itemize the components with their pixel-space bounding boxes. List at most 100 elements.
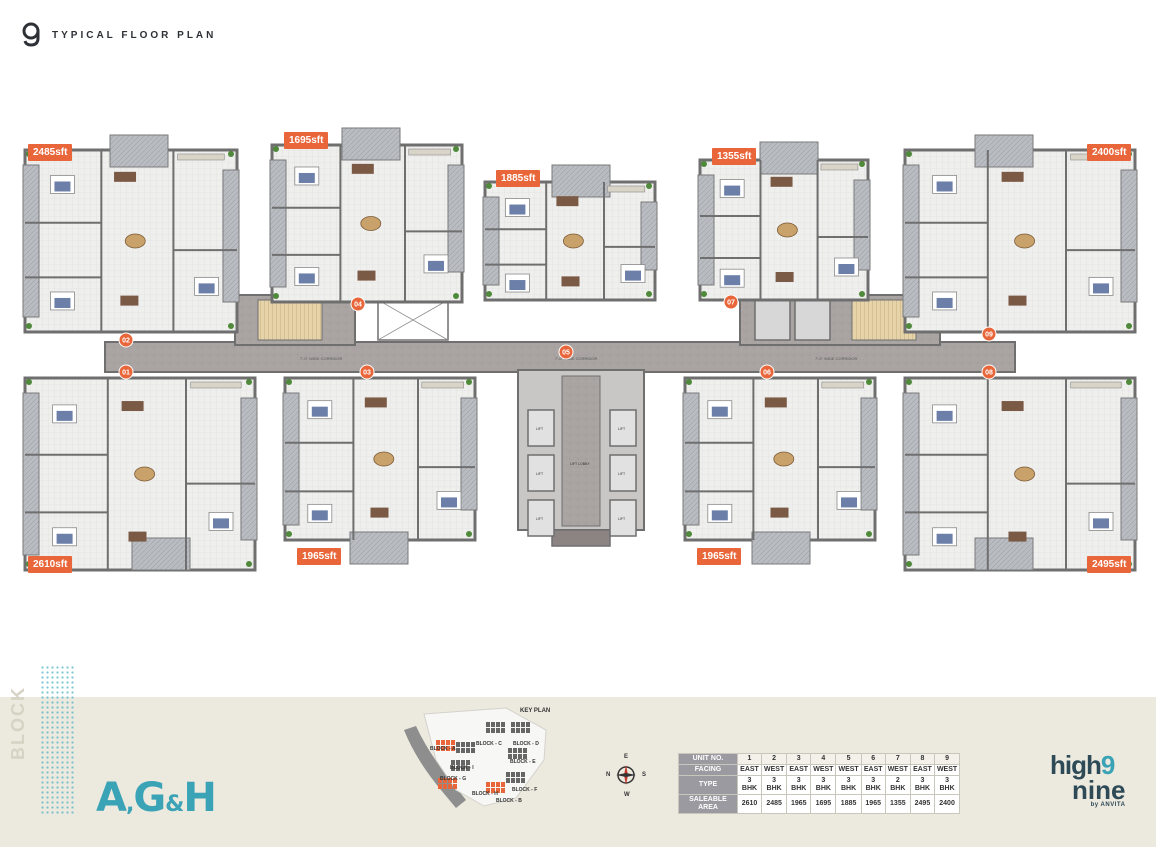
- plant: [646, 183, 652, 189]
- sofa: [120, 295, 139, 306]
- plant: [246, 379, 252, 385]
- bed-sheet: [56, 533, 73, 544]
- plant: [26, 379, 32, 385]
- key-plan-tower: [491, 788, 495, 793]
- bed-sheet: [724, 275, 741, 286]
- lift-car: [609, 499, 637, 537]
- key-plan-tower: [501, 788, 505, 793]
- lift-car: [609, 454, 637, 492]
- footer-band: [0, 697, 1156, 847]
- sofa: [114, 171, 137, 182]
- apartment-unit: [22, 134, 240, 334]
- key-plan-tower: [491, 728, 495, 733]
- sofa: [770, 176, 793, 187]
- plant: [686, 531, 692, 537]
- key-plan-tower: [436, 746, 440, 751]
- row-label: UNIT NO.: [678, 753, 738, 765]
- plant: [286, 531, 292, 537]
- plant: [228, 151, 234, 157]
- key-plan-tower: [518, 754, 522, 759]
- lift-car: [609, 409, 637, 447]
- sofa: [1008, 295, 1027, 306]
- plant: [701, 291, 707, 297]
- bed-sheet: [509, 280, 526, 291]
- key-plan-block-label: BLOCK - A: [430, 746, 456, 752]
- key-plan-tower: [456, 742, 460, 747]
- kitchen-counter: [821, 381, 864, 389]
- key-plan-tower: [486, 788, 490, 793]
- apartment-unit: [682, 376, 878, 565]
- sofa: [561, 276, 580, 287]
- plant: [466, 531, 472, 537]
- key-plan-tower: [521, 722, 525, 727]
- kitchen-counter: [190, 381, 242, 389]
- key-plan-tower: [461, 766, 465, 771]
- bed-sheet: [311, 510, 328, 521]
- key-plan-tower: [443, 784, 447, 789]
- bed-sheet: [1093, 518, 1109, 529]
- bed-sheet: [54, 181, 71, 192]
- lift-car: [527, 409, 555, 447]
- area-tag-unit-4: 1695sft: [284, 132, 329, 149]
- key-plan-tower: [456, 748, 460, 753]
- key-plan-block-label: BLOCK - G: [440, 776, 467, 782]
- page-header: TYPICAL FLOOR PLAN: [20, 22, 216, 48]
- unit-marker-label: 05: [562, 350, 570, 357]
- key-plan-tower: [496, 788, 500, 793]
- unit-marker-label: 01: [122, 370, 130, 377]
- bed-sheet: [841, 497, 857, 508]
- lift-label: LIFT: [618, 517, 626, 521]
- key-plan-tower: [513, 748, 517, 753]
- sofa: [370, 507, 389, 518]
- plant: [646, 291, 652, 297]
- kitchen-counter: [177, 153, 225, 161]
- kitchen-counter: [408, 148, 451, 156]
- key-plan-tower: [456, 760, 460, 765]
- plant: [686, 379, 692, 385]
- key-plan-tower: [451, 746, 455, 751]
- key-plan-tower: [518, 748, 522, 753]
- bed-sheet: [311, 406, 328, 417]
- block-word: BLOCK: [8, 686, 28, 760]
- corridor-label-center: 7'-0" WIDE CORRIDOR: [555, 356, 598, 361]
- key-plan-tower: [451, 766, 455, 771]
- plant: [866, 379, 872, 385]
- unit-marker: [359, 364, 375, 380]
- plant: [273, 293, 279, 299]
- plant: [273, 146, 279, 152]
- stairs-left: [257, 299, 323, 341]
- key-plan-tower: [446, 746, 450, 751]
- key-plan-tower: [461, 760, 465, 765]
- unit-marker-label: 04: [354, 302, 362, 309]
- key-plan-tower: [511, 778, 515, 783]
- plant: [246, 561, 252, 567]
- apartment-unit: [902, 376, 1138, 572]
- key-plan-tower: [441, 740, 445, 745]
- row-label: FACING: [678, 764, 738, 776]
- kitchen-counter: [820, 163, 859, 171]
- key-plan-tower: [486, 722, 490, 727]
- key-plan-map: [404, 707, 547, 808]
- key-plan-tower: [453, 778, 457, 783]
- bed-sheet: [625, 270, 641, 281]
- unit-marker-label: 08: [985, 370, 993, 377]
- key-plan-tower: [443, 778, 447, 783]
- key-plan-tower: [466, 748, 470, 753]
- key-plan-tower: [501, 782, 505, 787]
- compass-n: N: [606, 772, 611, 778]
- brand-logo: high9 nine by ANVITA: [1050, 750, 1126, 808]
- bed-sheet: [198, 283, 215, 294]
- bed-sheet: [1093, 283, 1109, 294]
- key-plan-tower: [516, 722, 520, 727]
- kitchen-counter: [607, 185, 646, 193]
- nine-logo-icon: [22, 22, 40, 47]
- key-plan-tower: [506, 772, 510, 777]
- key-plan-tower: [436, 740, 440, 745]
- key-plan-tower: [501, 722, 505, 727]
- sofa: [357, 270, 376, 281]
- page-title: TYPICAL FLOOR PLAN: [52, 29, 217, 41]
- key-plan-tower: [448, 778, 452, 783]
